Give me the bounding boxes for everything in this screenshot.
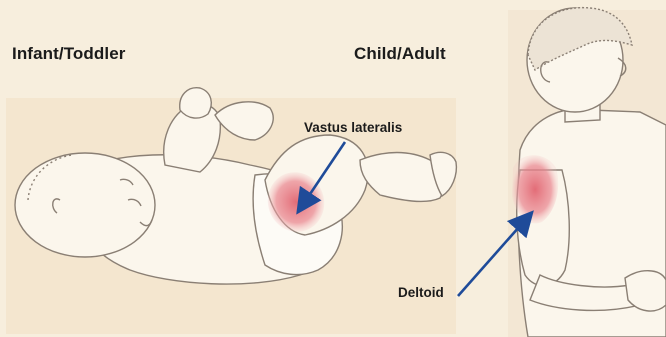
vastus-lateralis-label: Vastus lateralis (304, 120, 402, 135)
infant-toddler-heading: Infant/Toddler (12, 44, 125, 64)
deltoid-label: Deltoid (398, 285, 444, 300)
child-adult-heading: Child/Adult (354, 44, 446, 64)
